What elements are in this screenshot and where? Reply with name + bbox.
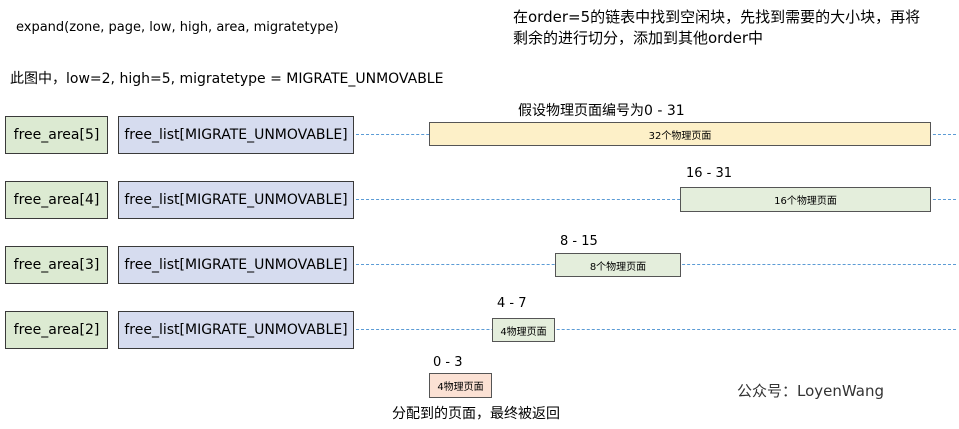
params-line: 此图中，low=2, high=5, migratetype = MIGRATE… [10,71,444,87]
block-8-pages: 8个物理页面 [555,253,681,277]
function-signature: expand(zone, page, low, high, area, migr… [16,20,339,35]
note-line-1: 在order=5的链表中找到空闲块，先找到需要的大小块，再将 [513,8,921,26]
note-line-2: 剩余的进行切分，添加到其他order中 [513,29,763,47]
block-16-pages: 16个物理页面 [680,187,931,212]
free-list-3: free_list[MIGRATE_UNMOVABLE] [118,246,354,284]
free-list-2: free_list[MIGRATE_UNMOVABLE] [118,311,354,349]
block-4-pages-allocated: 4物理页面 [429,373,492,398]
free-area-3: free_area[3] [5,246,108,284]
allocated-caption: 分配到的页面，最终被返回 [392,406,560,422]
link-line-4 [356,199,956,200]
assumption-text: 假设物理页面编号为0 - 31 [518,103,685,119]
free-list-4: free_list[MIGRATE_UNMOVABLE] [118,181,354,219]
range-16-31: 16 - 31 [686,166,733,181]
range-4-7: 4 - 7 [497,296,527,311]
link-line-2 [356,329,956,330]
free-list-5: free_list[MIGRATE_UNMOVABLE] [118,116,354,154]
free-area-4: free_area[4] [5,181,108,219]
free-area-2: free_area[2] [5,311,108,349]
block-32-pages: 32个物理页面 [429,122,931,146]
watermark-text: 公众号：LoyenWang [737,382,884,400]
block-4-pages-free: 4物理页面 [492,318,555,342]
range-0-3: 0 - 3 [433,355,463,370]
free-area-5: free_area[5] [5,116,108,154]
range-8-15: 8 - 15 [560,234,598,249]
